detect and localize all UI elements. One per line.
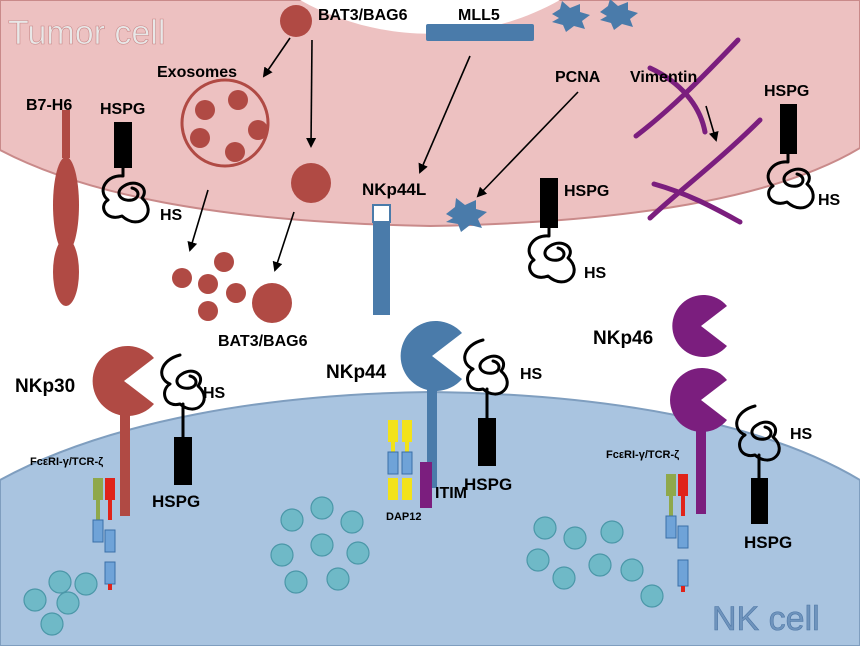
- hspg-tumor-1-core: [114, 122, 132, 168]
- hs-chain-tumor-1: [101, 166, 150, 224]
- bat3-top-particle: [280, 5, 312, 37]
- nkp44-stalk: [427, 390, 437, 488]
- fce-tcr-adaptor-2: [665, 474, 689, 592]
- hspg-tumor-2-label: HSPG: [564, 183, 609, 200]
- arrow-mll5-to-nkp44l: [418, 55, 471, 174]
- nkp30-receptor-head: [92, 345, 154, 417]
- arrow-bat3-to-exosome: [262, 37, 291, 78]
- nkp44l-label: NKp44L: [362, 180, 426, 199]
- vesicle: [284, 570, 308, 594]
- vesicle: [270, 543, 294, 567]
- hs-tumor-3-label: HS: [818, 192, 841, 209]
- nkp30-label: NKp30: [15, 376, 75, 397]
- dap12-label: DAP12: [386, 511, 421, 523]
- arrow-pcna-to-surface: [476, 91, 579, 198]
- arrow-exosome-release: [187, 189, 209, 252]
- hs-tumor-1-label: HS: [160, 207, 183, 224]
- itim-label: ITIM: [435, 485, 467, 502]
- exosome-cargo: [190, 90, 268, 162]
- mll5-protein: [426, 24, 534, 41]
- b7h6-ligand: [53, 110, 79, 306]
- dap12-adaptor: [387, 420, 413, 500]
- vesicle: [600, 520, 624, 544]
- exosomes-label: Exosomes: [157, 64, 237, 81]
- vesicle: [310, 496, 334, 520]
- pcna-protein: [552, 1, 590, 32]
- hspg-tumor-3-label: HSPG: [764, 83, 809, 100]
- released-bat3: [172, 252, 292, 323]
- nkp46-receptor-head-2: [670, 368, 727, 432]
- vesicle: [48, 570, 72, 594]
- vesicle: [40, 612, 64, 636]
- vesicle: [552, 566, 576, 590]
- vesicle: [526, 548, 550, 572]
- fce-tcr-adaptor-1: [92, 478, 116, 590]
- hspg-tumor-2-core: [540, 178, 558, 228]
- vimentin-label: Vimentin: [630, 69, 697, 86]
- nkp46-label: NKp46: [593, 328, 653, 349]
- fce-tcr-1-label: FcεRI-γ/TCR-ζ: [30, 456, 103, 468]
- hs-chain-nk-1: [160, 353, 206, 439]
- hs-nk-2-label: HS: [520, 366, 543, 383]
- hs-chain-tumor-2: [527, 226, 576, 284]
- vesicle: [56, 591, 80, 615]
- vesicle: [620, 558, 644, 582]
- bat3-top-label: BAT3/BAG6: [318, 7, 408, 24]
- hs-tumor-2-label: HS: [584, 265, 607, 282]
- mll5-label: MLL5: [458, 7, 500, 24]
- vesicle: [280, 508, 304, 532]
- nk-cell-title: NK cell: [712, 600, 820, 638]
- hspg-tumor-1-label: HSPG: [100, 101, 145, 118]
- vesicle: [563, 526, 587, 550]
- itim-motif: [420, 462, 432, 508]
- hspg-nk-1-core: [174, 437, 192, 485]
- nk-vesicles: [23, 496, 664, 636]
- hspg-nk-1-label: HSPG: [152, 492, 200, 511]
- vesicle: [74, 572, 98, 596]
- hspg-nk-3-core: [751, 478, 768, 524]
- b7h6-label: B7-H6: [26, 97, 72, 114]
- vimentin-filaments: [633, 37, 763, 225]
- vesicle: [340, 510, 364, 534]
- vesicle: [346, 541, 370, 565]
- bat3-bottom-label: BAT3/BAG6: [218, 333, 308, 350]
- pcna-label: PCNA: [555, 69, 601, 86]
- vesicle: [23, 588, 47, 612]
- hspg-nk-2-label: HSPG: [464, 475, 512, 494]
- nkp44l-stalk: [373, 220, 390, 315]
- nkp44-receptor-head: [400, 321, 462, 391]
- vesicle: [326, 567, 350, 591]
- vesicle: [640, 584, 664, 608]
- hspg-nk-2-core: [478, 418, 496, 466]
- hs-nk-3-label: HS: [790, 426, 813, 443]
- nkp44l-head: [372, 204, 391, 223]
- arrow-bat3-to-cell: [306, 39, 317, 148]
- nkp44-label: NKp44: [326, 362, 387, 383]
- hspg-tumor-3-core: [780, 104, 797, 154]
- nkp30-stalk: [120, 412, 130, 516]
- fce-tcr-2-label: FcεRI-γ/TCR-ζ: [606, 449, 679, 461]
- vesicle: [310, 533, 334, 557]
- pcna-protein: [600, 0, 638, 30]
- hs-chain-nk-2: [463, 338, 509, 420]
- arrow-bat3-release: [272, 211, 295, 272]
- tumor-cell-membrane: [0, 0, 860, 228]
- hs-nk-1-label: HS: [203, 385, 226, 402]
- vesicle: [588, 553, 612, 577]
- bat3-cell-particle: [291, 163, 331, 203]
- arrow-vimentin: [705, 105, 719, 142]
- tumor-cell-title: Tumor cell: [8, 14, 165, 52]
- exosome-vesicle: [180, 78, 270, 168]
- hspg-nk-3-label: HSPG: [744, 533, 792, 552]
- vesicle: [533, 516, 557, 540]
- hs-chain-nk-3: [735, 404, 781, 480]
- nkp46-stalk: [696, 430, 706, 514]
- hs-chain-tumor-3: [766, 152, 815, 210]
- nkp46-receptor-head-1: [672, 295, 727, 357]
- pcna-surface: [446, 198, 487, 232]
